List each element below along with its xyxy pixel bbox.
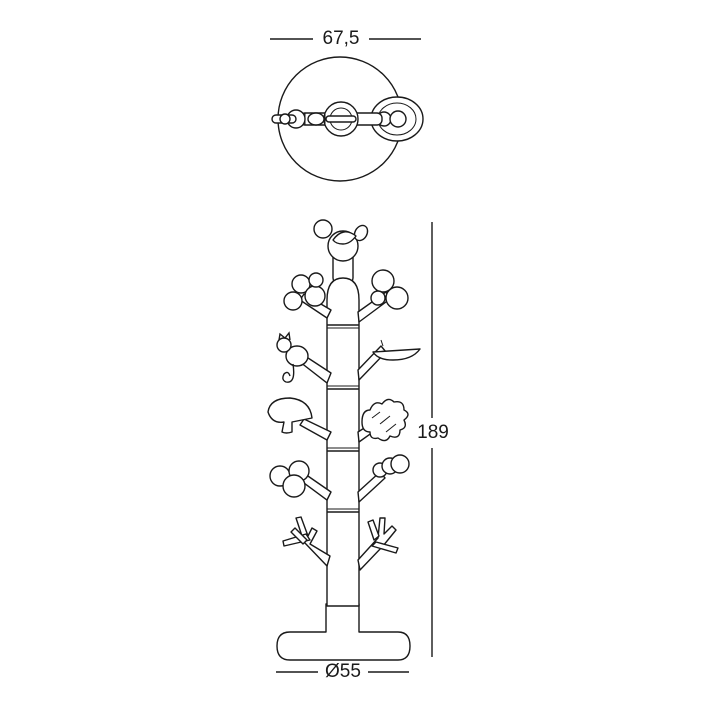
branch-left-balls	[269, 460, 332, 501]
branch-right-circles-top	[357, 269, 409, 323]
front-view: 189 Ø55	[267, 219, 449, 682]
height-label: 189	[417, 422, 449, 443]
height-dimension: 189	[417, 222, 449, 657]
top-view-branches	[271, 96, 424, 142]
branch-right-balls	[357, 454, 410, 503]
branch-right-twigs	[357, 517, 399, 571]
base	[276, 603, 411, 661]
trunk	[326, 277, 360, 607]
branch-left-cat	[276, 331, 332, 384]
branch-left-twigs	[282, 516, 331, 567]
branch-right-plate	[357, 339, 421, 381]
base-diameter-dimension: Ø55	[276, 661, 409, 682]
top-ornament	[313, 219, 369, 283]
branch-left-circles-top	[283, 272, 332, 319]
branch-right-leaf	[357, 398, 409, 443]
top-view: 67,5	[270, 28, 424, 182]
base-diameter-label: Ø55	[325, 661, 361, 682]
top-width-dimension: 67,5	[270, 28, 421, 49]
branch-left-mushroom	[267, 397, 332, 441]
top-width-label: 67,5	[323, 28, 360, 49]
